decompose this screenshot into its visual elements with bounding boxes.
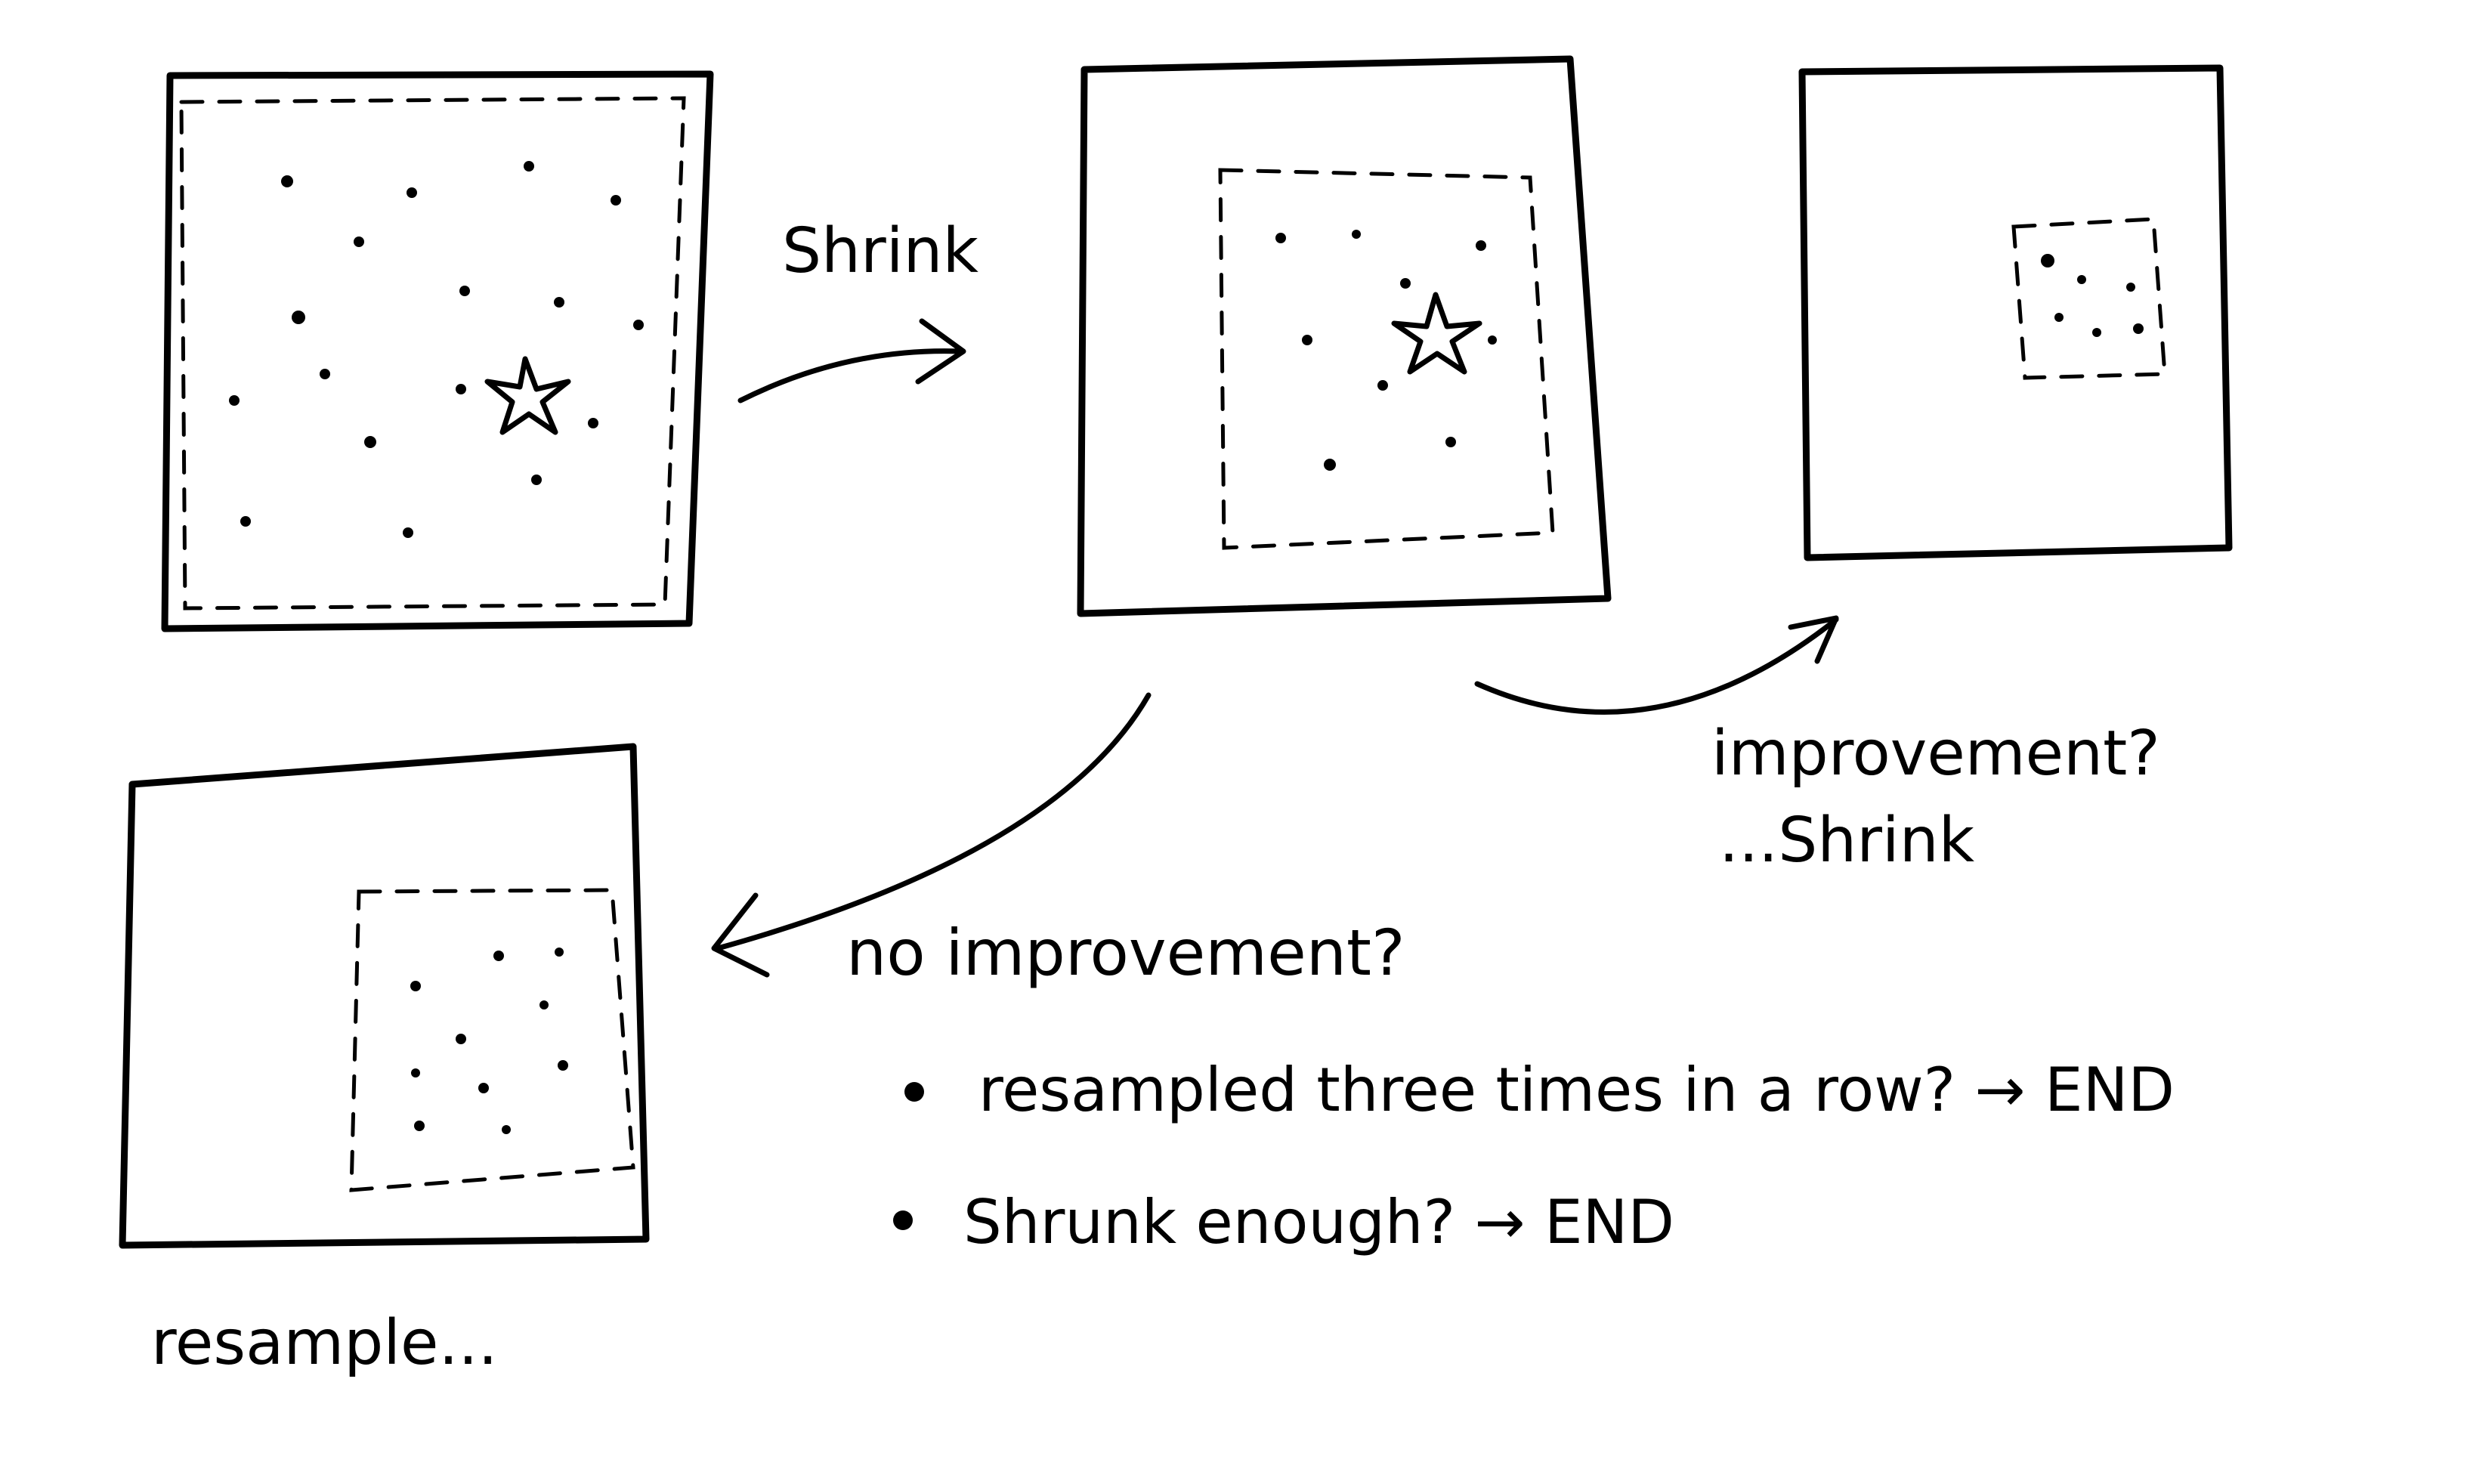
- label-shrink: Shrink: [782, 215, 978, 287]
- sample-points: [1275, 230, 1497, 471]
- bullet-resampled-three-times: resampled three times in a row? → END: [978, 1055, 2175, 1125]
- panel-initial: [161, 70, 714, 632]
- panel-improved-sample-region: [2011, 217, 2167, 380]
- label-resample: resample...: [151, 1307, 498, 1379]
- sample-points: [229, 161, 644, 538]
- panel-resample-sample-region: [349, 888, 635, 1192]
- panel-shrunk: [1077, 55, 1612, 617]
- panel-resample-border: [119, 743, 650, 1249]
- sample-points: [410, 948, 568, 1134]
- sample-points: [2041, 254, 2144, 337]
- label-improvement: improvement?: [1711, 718, 2160, 790]
- star-icon: [1391, 292, 1482, 375]
- panel-initial-border: [161, 70, 714, 632]
- arrow-no-improvement: [711, 692, 1152, 978]
- panel-shrunk-sample-region: [1218, 168, 1555, 550]
- panel-improved-border: [1798, 64, 2233, 561]
- panel-improved: [1798, 64, 2233, 561]
- label-no-improvement: no improvement?: [846, 916, 1405, 990]
- panel-shrunk-border: [1077, 55, 1612, 617]
- panel-resample: [119, 743, 650, 1249]
- arrow-shrink: [737, 318, 966, 403]
- panel-initial-sample-region: [179, 96, 686, 611]
- bullet-shrunk-enough: Shrunk enough? → END: [963, 1187, 1674, 1257]
- bullet-icon: [904, 1082, 924, 1102]
- bullet-icon: [893, 1210, 913, 1230]
- label-improvement-shrink: ...Shrink: [1719, 805, 1975, 876]
- star-icon: [484, 356, 571, 435]
- arrow-improvement: [1474, 615, 1839, 715]
